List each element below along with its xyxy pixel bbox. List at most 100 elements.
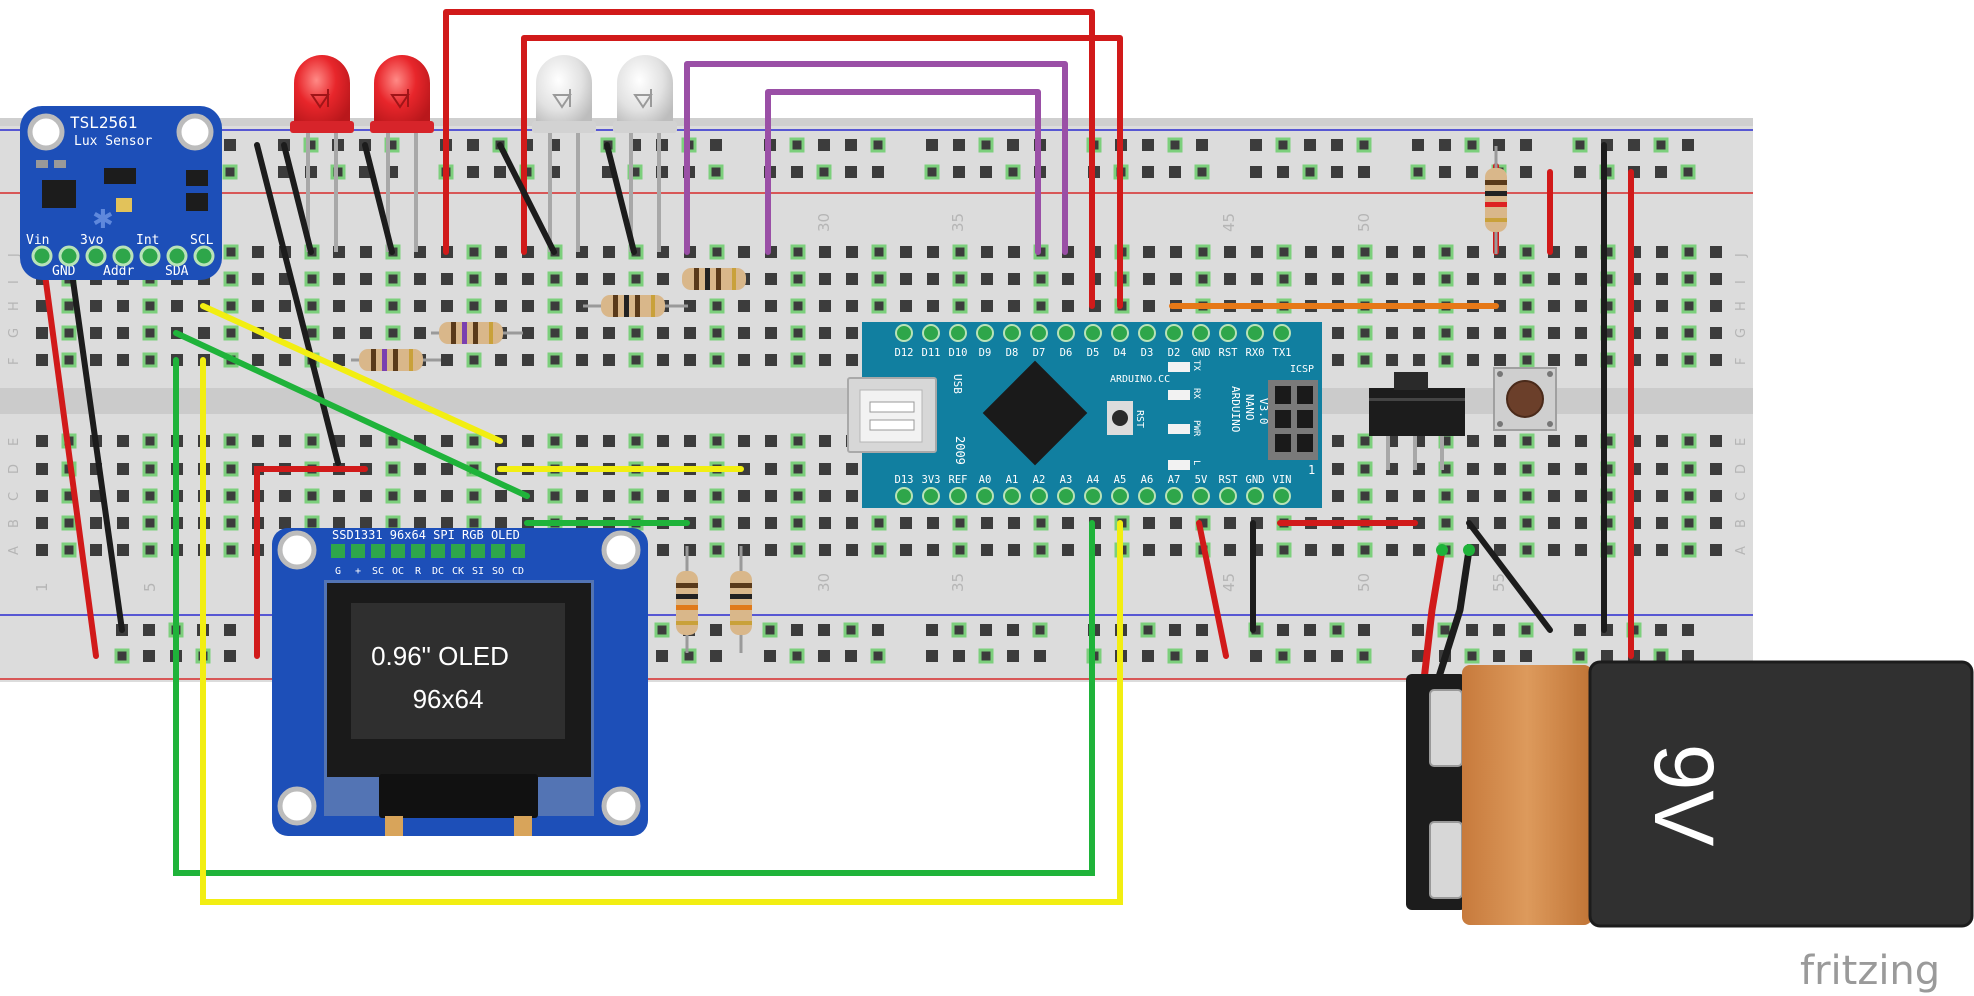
- breadboard-hole: [466, 271, 482, 287]
- breadboard-hole: [576, 327, 588, 339]
- breadboard-hole: [1412, 139, 1424, 151]
- breadboard-hole: [927, 246, 939, 258]
- breadboard-hole: [927, 273, 939, 285]
- row-letter: H: [7, 301, 22, 311]
- breadboard-hole: [738, 300, 750, 312]
- breadboard-hole: [198, 327, 210, 339]
- breadboard-hole: [846, 463, 858, 475]
- breadboard-hole: [684, 435, 696, 447]
- breadboard-hole: [1681, 461, 1697, 477]
- breadboard-hole: [1413, 490, 1425, 502]
- breadboard-hole: [1007, 624, 1019, 636]
- breadboard-hole: [1357, 461, 1373, 477]
- breadboard-hole: [1656, 273, 1668, 285]
- rst-label: RST: [1134, 410, 1145, 428]
- breadboard-hole: [1656, 463, 1668, 475]
- breadboard-hole: [738, 354, 750, 366]
- breadboard-hole: [467, 139, 479, 151]
- breadboard-hole: [790, 488, 806, 504]
- breadboard-hole: [495, 354, 507, 366]
- breadboard-hole: [1357, 352, 1373, 368]
- breadboard-hole: [1224, 273, 1236, 285]
- model-label: NANO: [1243, 394, 1256, 421]
- purple-wire: [765, 89, 1041, 255]
- breadboard-hole: [789, 648, 805, 664]
- yellow-wire: [200, 357, 1123, 905]
- breadboard-hole: [1519, 433, 1535, 449]
- breadboard-hole: [953, 650, 965, 662]
- nano-pin-label: GND: [1192, 347, 1211, 359]
- row-letter: C: [1734, 492, 1749, 501]
- breadboard-hole: [791, 624, 803, 636]
- breadboard-hole: [1143, 273, 1155, 285]
- breadboard-hole: [1386, 354, 1398, 366]
- sensor-pins: [31, 245, 215, 267]
- breadboard-hole: [1275, 648, 1291, 664]
- breadboard-hole: [223, 461, 239, 477]
- breadboard-hole: [1494, 490, 1506, 502]
- breadboard-hole: [1140, 622, 1156, 638]
- yellow-wire: [200, 303, 503, 444]
- breadboard-hole: [1710, 300, 1722, 312]
- breadboard-hole: [926, 139, 938, 151]
- breadboard-hole: [1008, 273, 1020, 285]
- breadboard-hole: [279, 490, 291, 502]
- breadboard-hole: [628, 352, 644, 368]
- col-number: 45: [1220, 573, 1238, 592]
- breadboard-hole: [764, 650, 776, 662]
- sensor-name: TSL2561: [70, 113, 137, 132]
- black-battery-lead: [1434, 549, 1473, 682]
- red-battery-lead: [1420, 549, 1446, 681]
- breadboard-hole: [871, 515, 887, 531]
- resistor: [431, 322, 523, 344]
- nano-pin: [1111, 324, 1129, 342]
- nano-pin-label: A4: [1087, 474, 1100, 486]
- row-letter: J: [7, 253, 22, 258]
- breadboard-hole: [36, 435, 48, 447]
- breadboard-hole: [143, 650, 155, 662]
- breadboard-hole: [1439, 166, 1451, 178]
- breadboard-hole: [1386, 246, 1398, 258]
- breadboard-hole: [1167, 648, 1183, 664]
- breadboard-hole: [495, 517, 507, 529]
- breadboard-hole: [142, 488, 158, 504]
- breadboard-hole: [547, 325, 563, 341]
- breadboard-hole: [1332, 354, 1344, 366]
- nano-pin: [1084, 487, 1102, 505]
- oled-pin-label: OC: [392, 566, 404, 577]
- breadboard-hole: [657, 273, 669, 285]
- breadboard-hole: [1656, 435, 1668, 447]
- breadboard-hole: [1413, 544, 1425, 556]
- breadboard-hole: [414, 300, 426, 312]
- breadboard-hole: [1575, 517, 1587, 529]
- pin1-label: 1: [1308, 463, 1315, 477]
- breadboard-hole: [1169, 624, 1181, 636]
- breadboard-hole: [1332, 463, 1344, 475]
- nano-pin: [976, 324, 994, 342]
- breadboard-hole: [36, 517, 48, 529]
- nano-pin-label: A2: [1033, 474, 1046, 486]
- resistor: [682, 268, 746, 290]
- breadboard-hole: [385, 488, 401, 504]
- breadboard-hole: [846, 327, 858, 339]
- nano-pin: [1192, 324, 1210, 342]
- breadboard-hole: [117, 327, 129, 339]
- breadboard-hole: [1656, 300, 1668, 312]
- oled-pin: [331, 544, 345, 558]
- breadboard-hole: [1413, 517, 1425, 529]
- sensor-pin: [85, 245, 107, 267]
- breadboard-hole: [818, 650, 830, 662]
- breadboard-hole: [951, 622, 967, 638]
- breadboard-hole: [710, 139, 722, 151]
- breadboard-hole: [1034, 650, 1046, 662]
- row-letter: I: [7, 280, 22, 284]
- breadboard-hole: [819, 517, 831, 529]
- nano-pins: [895, 324, 1291, 505]
- breadboard-hole: [522, 435, 534, 447]
- oled-screen: [351, 603, 565, 739]
- breadboard-hole: [816, 164, 832, 180]
- breadboard-hole: [1653, 648, 1669, 664]
